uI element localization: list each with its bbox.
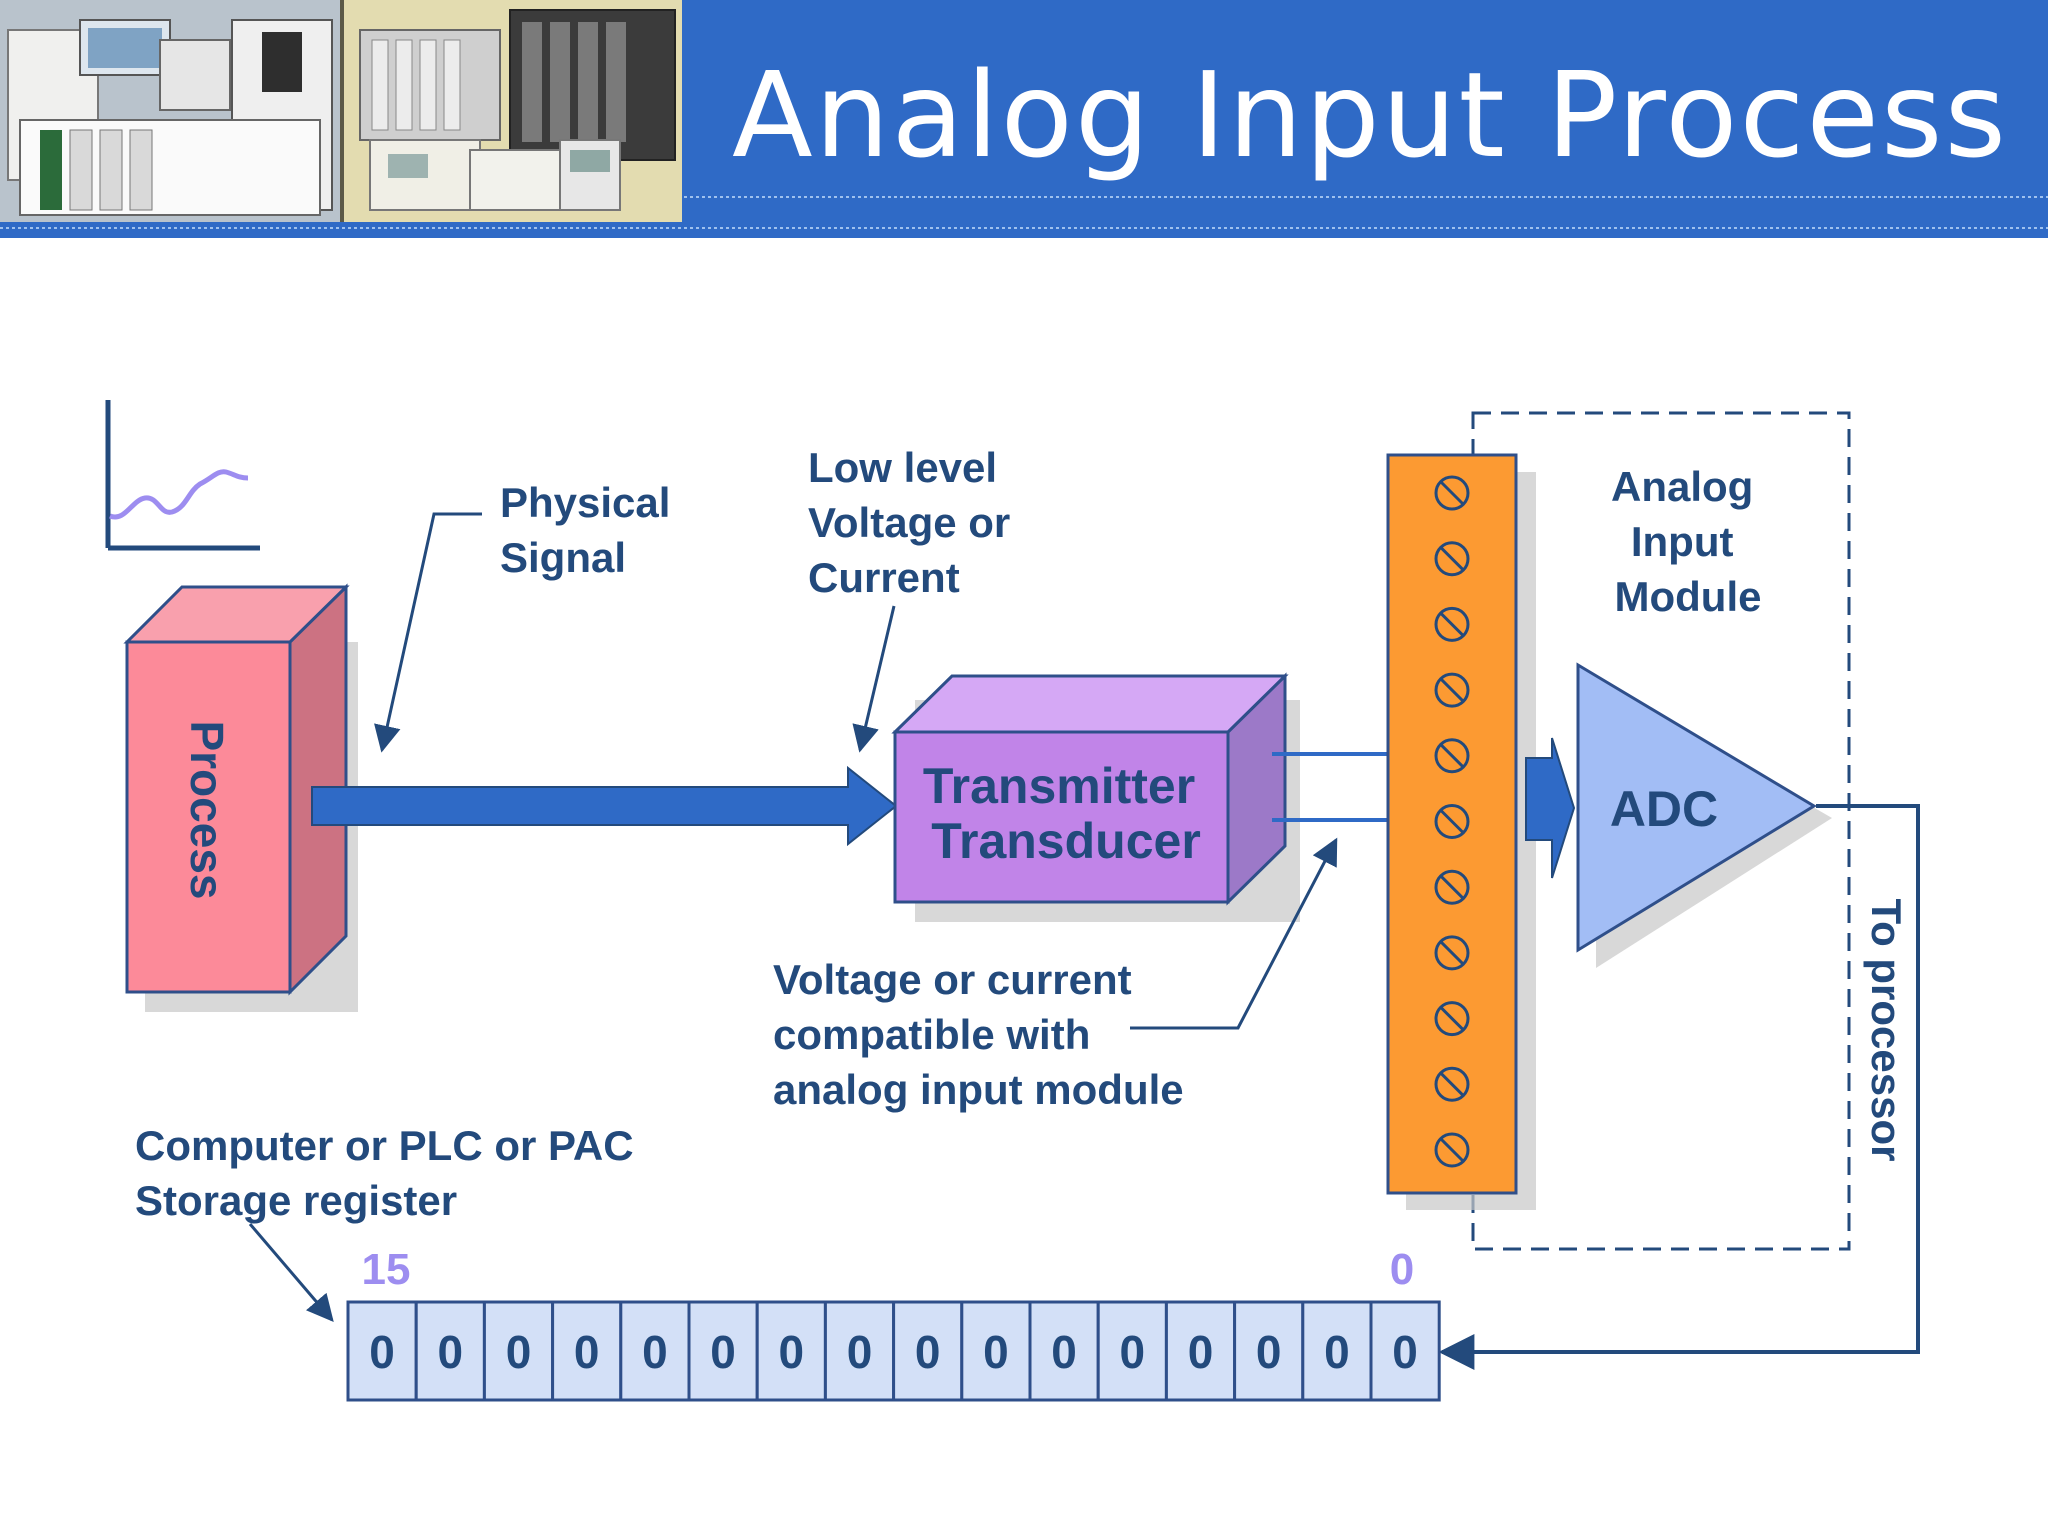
- register-bit-value: 0: [1392, 1326, 1418, 1378]
- register-bit-value: 0: [983, 1326, 1009, 1378]
- register-bit-value: 0: [506, 1326, 532, 1378]
- register-bit-value: 0: [642, 1326, 668, 1378]
- terminal-screw-icon: [1434, 869, 1470, 905]
- register-cell: 0: [346, 1300, 418, 1402]
- adc-label: ADC: [1610, 781, 1718, 837]
- signal-trend-icon: [105, 400, 260, 551]
- register-cell: 0: [1301, 1300, 1373, 1402]
- register-cell: 0: [687, 1300, 759, 1402]
- bit-index-low: 0: [1390, 1245, 1414, 1294]
- terminal-screw-icon: [1434, 541, 1470, 577]
- terminal-screw-icon: [1434, 1001, 1470, 1037]
- terminal-screws: [1434, 475, 1470, 1168]
- slide-title: Analog Input Process: [732, 46, 2008, 184]
- register-bit-value: 0: [369, 1326, 395, 1378]
- physical-signal-label: Physical Signal: [500, 479, 682, 581]
- to-processor-line: [1438, 804, 1920, 1370]
- physical-signal-leader: [374, 512, 482, 753]
- register-cell: 0: [1096, 1300, 1168, 1402]
- register-bit-value: 0: [1324, 1326, 1350, 1378]
- module-title: Analog Input Module: [1611, 463, 1765, 620]
- terminal-screw-icon: [1434, 935, 1470, 971]
- register-cell: 0: [960, 1300, 1032, 1402]
- register-caption: Computer or PLC or PAC Storage register: [135, 1122, 645, 1224]
- low-level-leader: [852, 605, 896, 753]
- adc-block: ADC: [1576, 662, 1832, 968]
- register-bit-value: 0: [915, 1326, 941, 1378]
- register-cell: 0: [755, 1300, 827, 1402]
- terminal-screw-icon: [1434, 738, 1470, 774]
- terminal-screw-icon: [1434, 1132, 1470, 1168]
- signal-flow-arrow: [311, 765, 898, 847]
- register-cell: 0: [1164, 1300, 1237, 1402]
- terminal-screw-icon: [1434, 475, 1470, 511]
- plc-hardware-photo: [0, 0, 682, 222]
- low-level-label: Low level Voltage or Current: [808, 444, 1022, 601]
- register-bit-value: 0: [438, 1326, 464, 1378]
- register-bit-value: 0: [1120, 1326, 1146, 1378]
- register-cell: 0: [619, 1300, 691, 1402]
- transmitter-label: Transmitter Transducer: [923, 758, 1209, 869]
- bit-index-high: 15: [362, 1245, 411, 1294]
- register-bit-value: 0: [574, 1326, 600, 1378]
- terminal-screw-icon: [1434, 606, 1470, 642]
- register-cell: 0: [1028, 1300, 1100, 1402]
- register-cell: 0: [482, 1300, 555, 1402]
- register-bit-value: 0: [1051, 1326, 1077, 1378]
- transmitter-box: Transmitter Transducer: [891, 672, 1300, 922]
- register-bit-value: 0: [1256, 1326, 1282, 1378]
- register-cell: 0: [1233, 1300, 1305, 1402]
- terminal-screw-icon: [1434, 804, 1470, 839]
- terminal-strip: [1386, 453, 1536, 1210]
- register-cell: 0: [551, 1300, 623, 1402]
- register-cell: 0: [414, 1300, 486, 1402]
- terminal-screw-icon: [1434, 1066, 1470, 1102]
- to-processor-label: To processor: [1863, 899, 1910, 1162]
- compatible-signal-leader: [1130, 837, 1338, 1030]
- register-cell: 0: [1369, 1300, 1441, 1402]
- register-bit-value: 0: [847, 1326, 873, 1378]
- register-caption-leader: [248, 1223, 334, 1323]
- register-cell: 0: [892, 1300, 964, 1402]
- process-label: Process: [181, 720, 233, 899]
- register-bit-value: 0: [779, 1326, 805, 1378]
- compatible-signal-label: Voltage or current compatible with analo…: [773, 956, 1184, 1113]
- register-bit-value: 0: [710, 1326, 736, 1378]
- register-bit-value: 0: [1188, 1326, 1214, 1378]
- register-cell: 0: [823, 1300, 896, 1402]
- terminal-screw-icon: [1434, 672, 1470, 708]
- adc-input-arrow: [1525, 737, 1576, 879]
